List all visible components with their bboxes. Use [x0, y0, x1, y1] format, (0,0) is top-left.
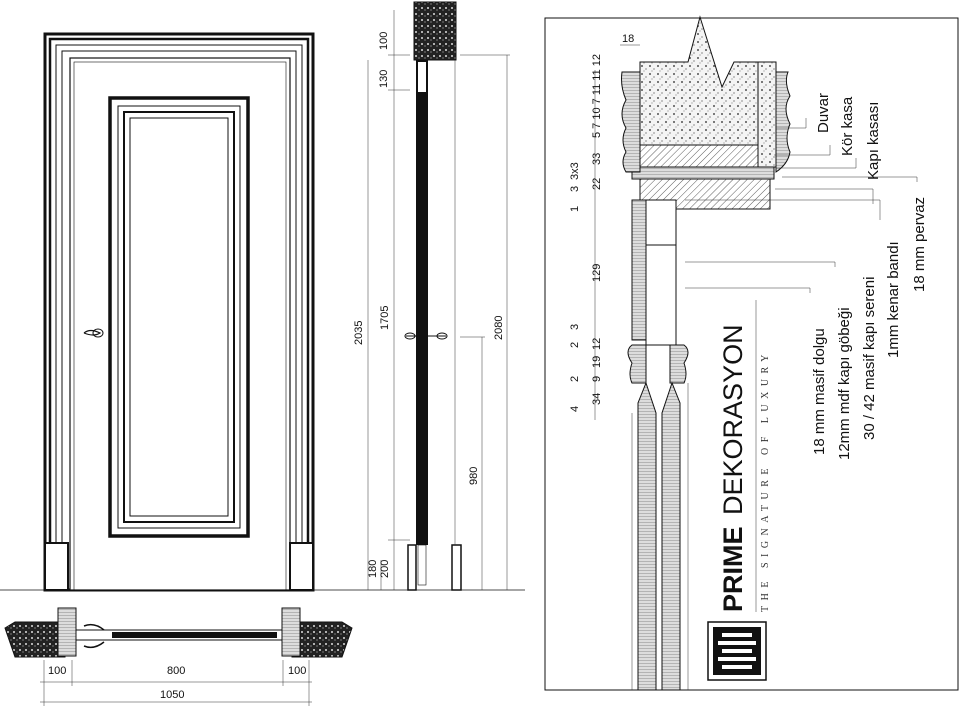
- dim-top-rail: 130: [378, 70, 390, 88]
- dim-label: 4: [569, 406, 581, 412]
- dim-leaf-height: 1705: [379, 306, 391, 330]
- dim-label: 33: [591, 153, 603, 165]
- dim-label: 19: [591, 356, 603, 368]
- dim-label: 129: [591, 264, 603, 282]
- label-wall: Duvar: [815, 93, 832, 133]
- label-door-frame: Kapı kasası: [865, 102, 882, 180]
- dim-label: 12: [591, 338, 603, 350]
- dim-label: 2: [569, 376, 581, 382]
- svg-text:PRIME DEKORASYON: PRIME DEKORASYON: [718, 324, 748, 612]
- dim-label: 3x3: [569, 162, 581, 180]
- door-leaf-plan: [112, 632, 277, 638]
- dim-leaf-width: 800: [167, 665, 185, 677]
- dim-handle-height: 980: [468, 467, 480, 485]
- dim-casing-thickness: 18: [622, 33, 634, 45]
- logo-brand-light: DEKORASYON: [718, 324, 748, 515]
- plinth-right: [289, 542, 314, 591]
- label-casing: 18 mm pervaz: [911, 197, 928, 292]
- door-plan: 100 800 100 1050: [4, 607, 353, 706]
- logo-brand-bold: PRIME: [718, 526, 748, 612]
- dim-top-frame: 100: [378, 32, 390, 50]
- dim-plinth-b: 200: [379, 560, 391, 578]
- dim-left-frame: 100: [48, 665, 66, 677]
- dim-label: 3: [569, 186, 581, 192]
- plinth-left: [44, 542, 69, 591]
- label-solid-fill: 18 mm masif dolgu: [811, 328, 828, 455]
- wall-left: [4, 621, 66, 658]
- wall-head: [413, 1, 457, 61]
- door-leaf: [69, 57, 291, 591]
- dim-casing-profile: 5 7 10 7 11 11 12: [591, 54, 603, 138]
- dim-overall-height: 2080: [493, 316, 505, 340]
- casing-right: [775, 71, 791, 173]
- label-edge-band: 1mm kenar bandı: [885, 241, 902, 358]
- logo-icon: [707, 621, 767, 681]
- label-door-core: 12mm mdf kapı göbeği: [836, 307, 853, 460]
- dim-overall-width: 1050: [160, 689, 184, 701]
- door-elevation: [0, 32, 525, 592]
- dim-label: 2: [569, 342, 581, 348]
- dim-right-frame: 100: [288, 665, 306, 677]
- door-handle-icon: [83, 328, 104, 338]
- wall-right: [291, 621, 353, 658]
- casing-left: [621, 71, 641, 173]
- dim-label: 1: [569, 206, 581, 212]
- logo-tagline: THE SIGNATURE OF LUXURY: [760, 349, 771, 612]
- detail-panel: 18 5 7 10 7 11 11 12 33 22 3x3 3 1 129 3…: [544, 15, 959, 691]
- dim-label: 34: [591, 393, 603, 405]
- door-panel: [108, 96, 250, 538]
- label-door-stile: 30 / 42 masif kapı sereni: [861, 277, 878, 440]
- dim-label: 22: [591, 178, 603, 190]
- door-leaf-section: [416, 60, 428, 545]
- vertical-section: 100 130 2035 1705 180 200 980 2080: [353, 1, 510, 591]
- dim-total-height: 2035: [353, 321, 365, 345]
- leader-lines: [685, 118, 918, 293]
- dim-label: 3: [569, 324, 581, 330]
- label-sub-frame: Kör kasa: [839, 96, 856, 156]
- dim-plinth-a: 180: [367, 560, 379, 578]
- dim-label: 9: [591, 376, 603, 382]
- brand-logo: PRIME DEKORASYON THE SIGNATURE OF LUXURY: [707, 300, 771, 681]
